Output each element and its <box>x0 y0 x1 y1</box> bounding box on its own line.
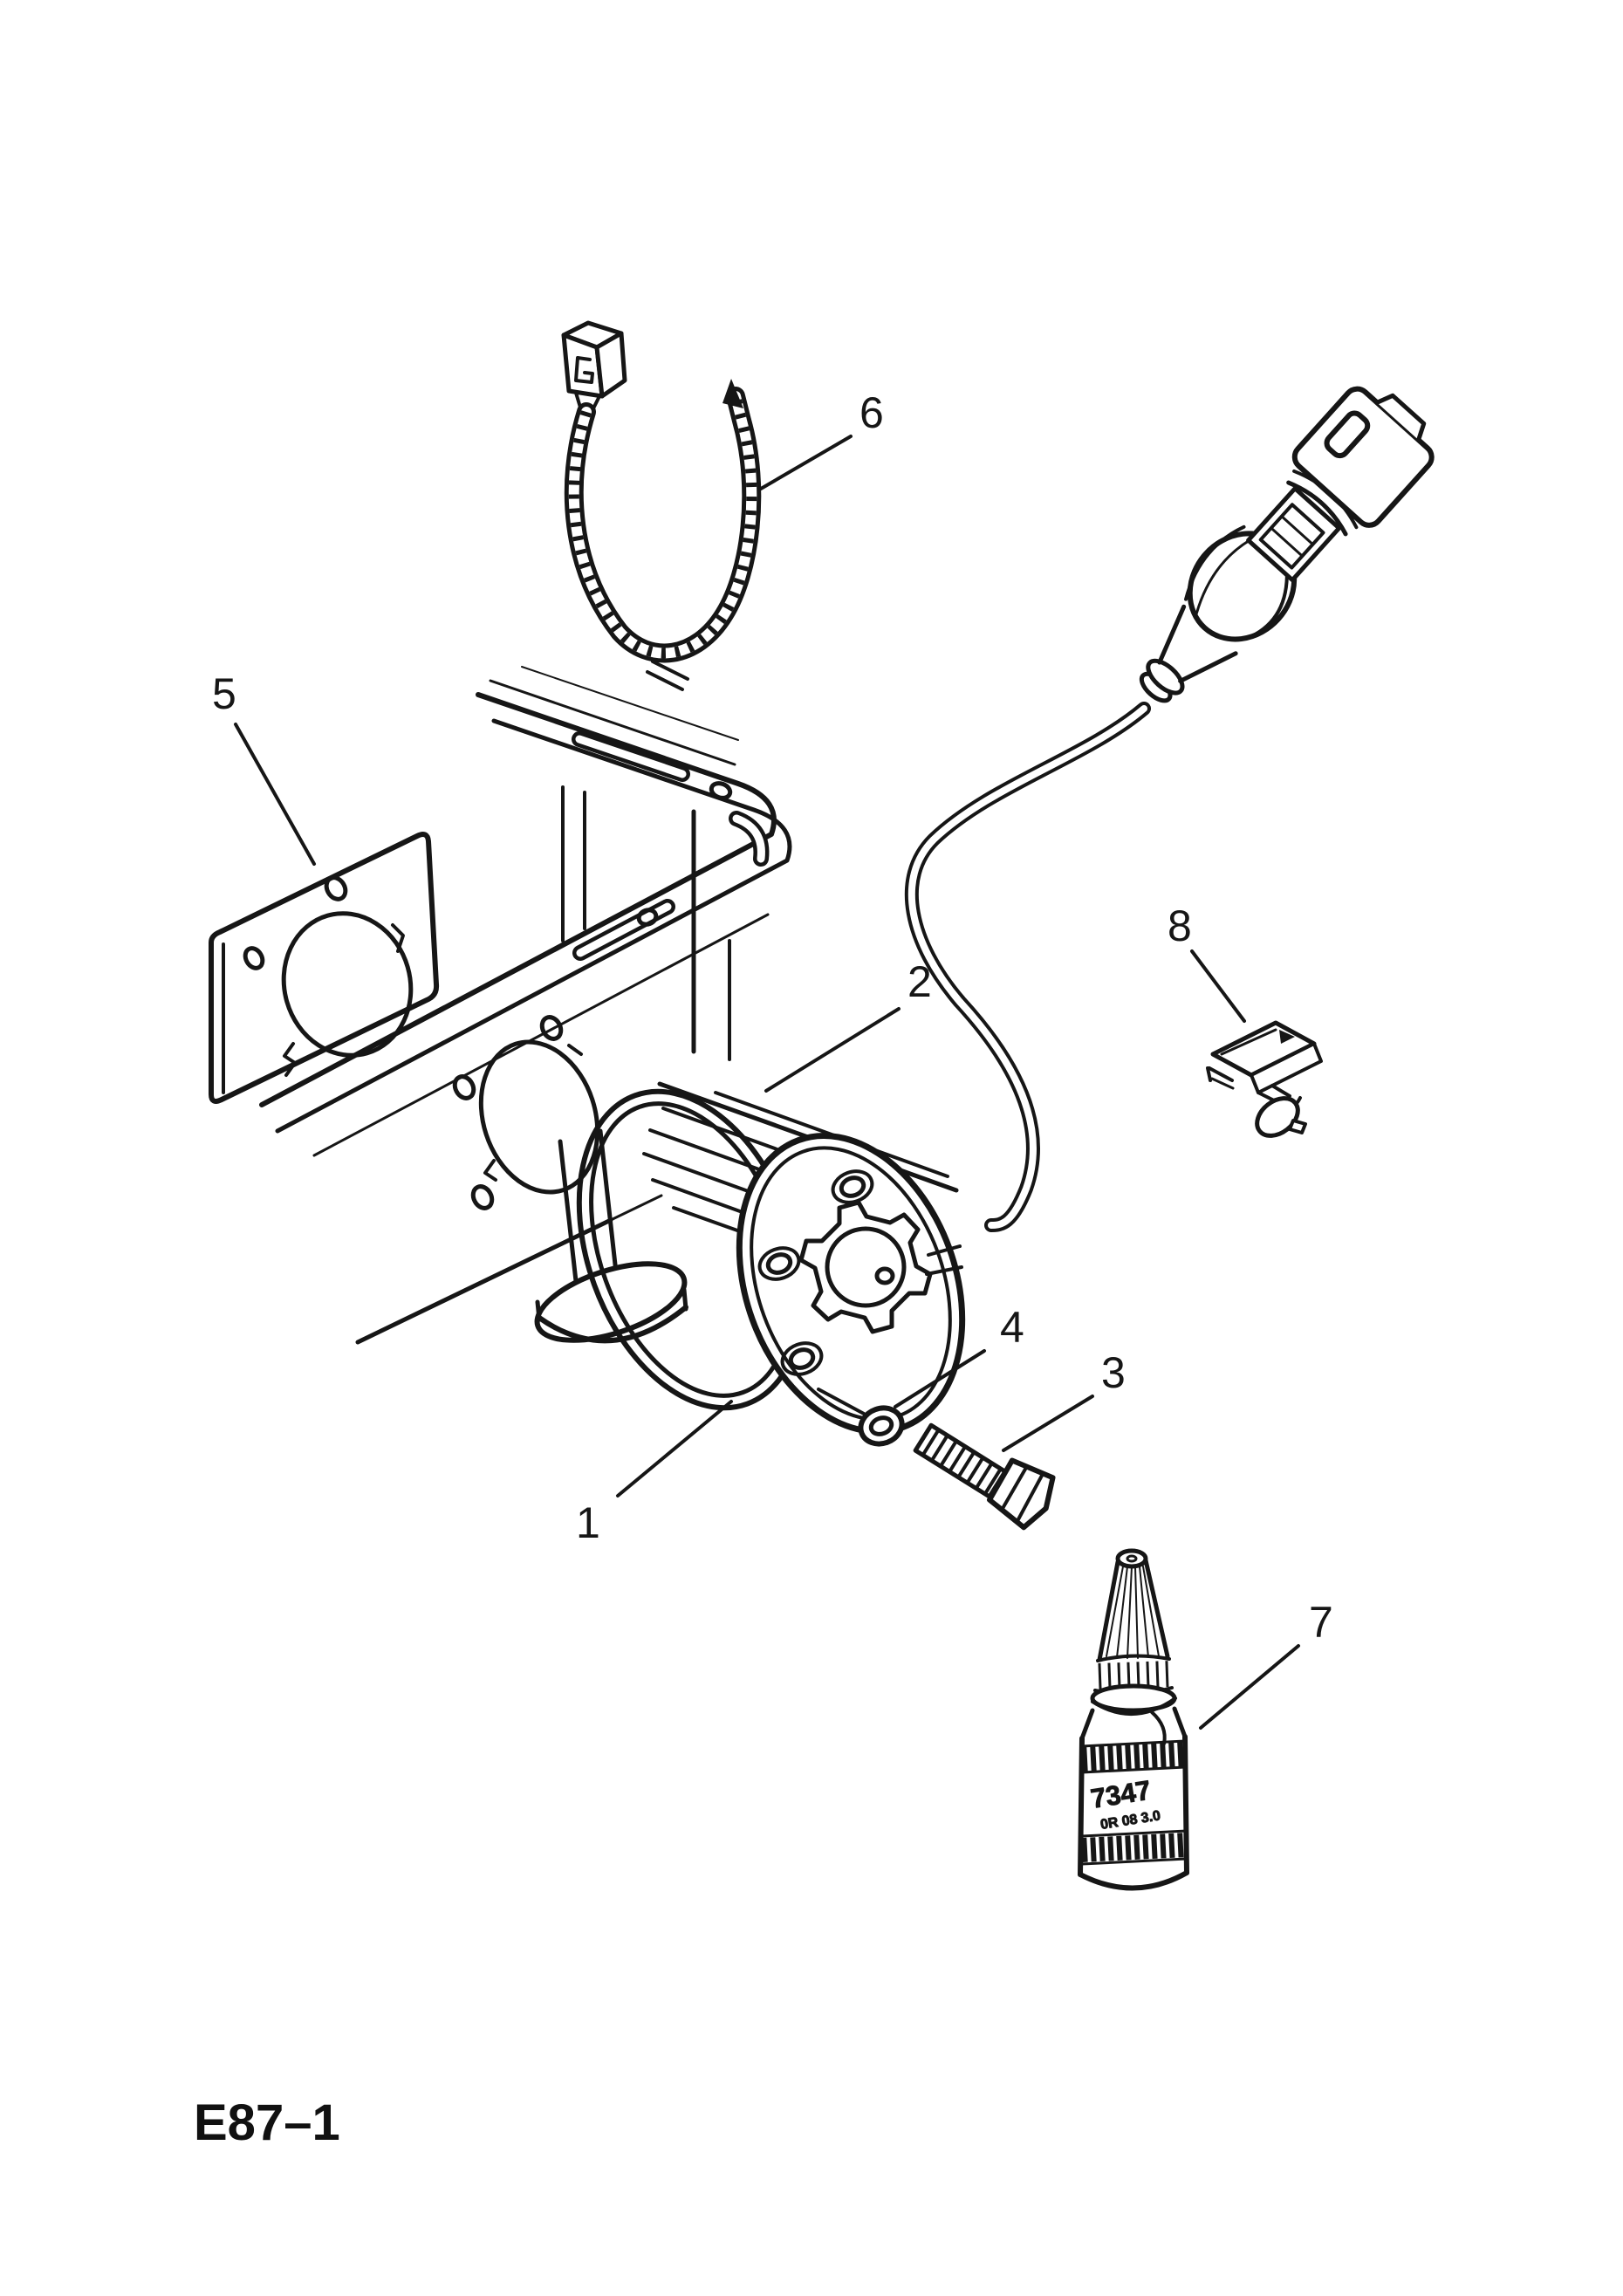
callout-3: 3 <box>1002 1348 1126 1452</box>
callout-7: 7 <box>1199 1598 1333 1730</box>
callout-1-label: 1 <box>576 1498 600 1547</box>
callout-5-leader <box>234 723 316 866</box>
tank-panel-drawing <box>259 666 792 1345</box>
sealing-washer-drawing <box>858 1405 905 1447</box>
callout-4: 4 <box>817 1303 1024 1415</box>
mounting-plate-drawing <box>209 832 440 1104</box>
adhesive-bottle-drawing: 7347 0R 08 3.0 <box>1078 1548 1189 1891</box>
retainer-clip-drawing <box>1206 1020 1323 1138</box>
callout-8-label: 8 <box>1168 901 1192 950</box>
callout-8: 8 <box>1168 901 1246 1023</box>
pickup-tube-drawing <box>534 1128 688 1344</box>
callout-2-leader <box>764 1007 901 1093</box>
callout-8-leader <box>1190 949 1246 1023</box>
bottle-label-number: 7347 <box>1089 1775 1154 1814</box>
callout-3-label: 3 <box>1101 1348 1126 1397</box>
panel-gasket-drawing <box>478 1039 600 1195</box>
cable-tie-drawing <box>561 320 762 691</box>
harness-connector-drawing <box>1139 386 1435 703</box>
callout-3-leader <box>1002 1395 1094 1452</box>
callout-6-leader <box>759 435 853 490</box>
callout-6-label: 6 <box>859 388 884 437</box>
callout-2: 2 <box>764 957 932 1093</box>
harness-cable-line <box>904 702 1151 1232</box>
callouts: 1 2 3 4 5 6 7 8 <box>212 388 1333 1730</box>
callout-7-leader <box>1199 1644 1300 1730</box>
callout-4-label: 4 <box>1000 1303 1024 1352</box>
callout-1-leader <box>616 1400 733 1498</box>
callout-5-label: 5 <box>212 669 236 718</box>
callout-7-label: 7 <box>1309 1598 1333 1647</box>
callout-6: 6 <box>759 388 884 490</box>
figure-code: E87–1 <box>194 2094 340 2151</box>
bolt-drawing <box>913 1422 1056 1531</box>
callout-1: 1 <box>576 1400 733 1547</box>
bottle-label-code: 0R 08 3.0 <box>1099 1808 1161 1833</box>
callout-4-leader <box>894 1349 986 1408</box>
sender-unit-drawing <box>736 1133 966 1435</box>
callout-2-label: 2 <box>907 957 932 1006</box>
callout-5: 5 <box>212 669 316 866</box>
callout-4-tick <box>817 1388 866 1415</box>
